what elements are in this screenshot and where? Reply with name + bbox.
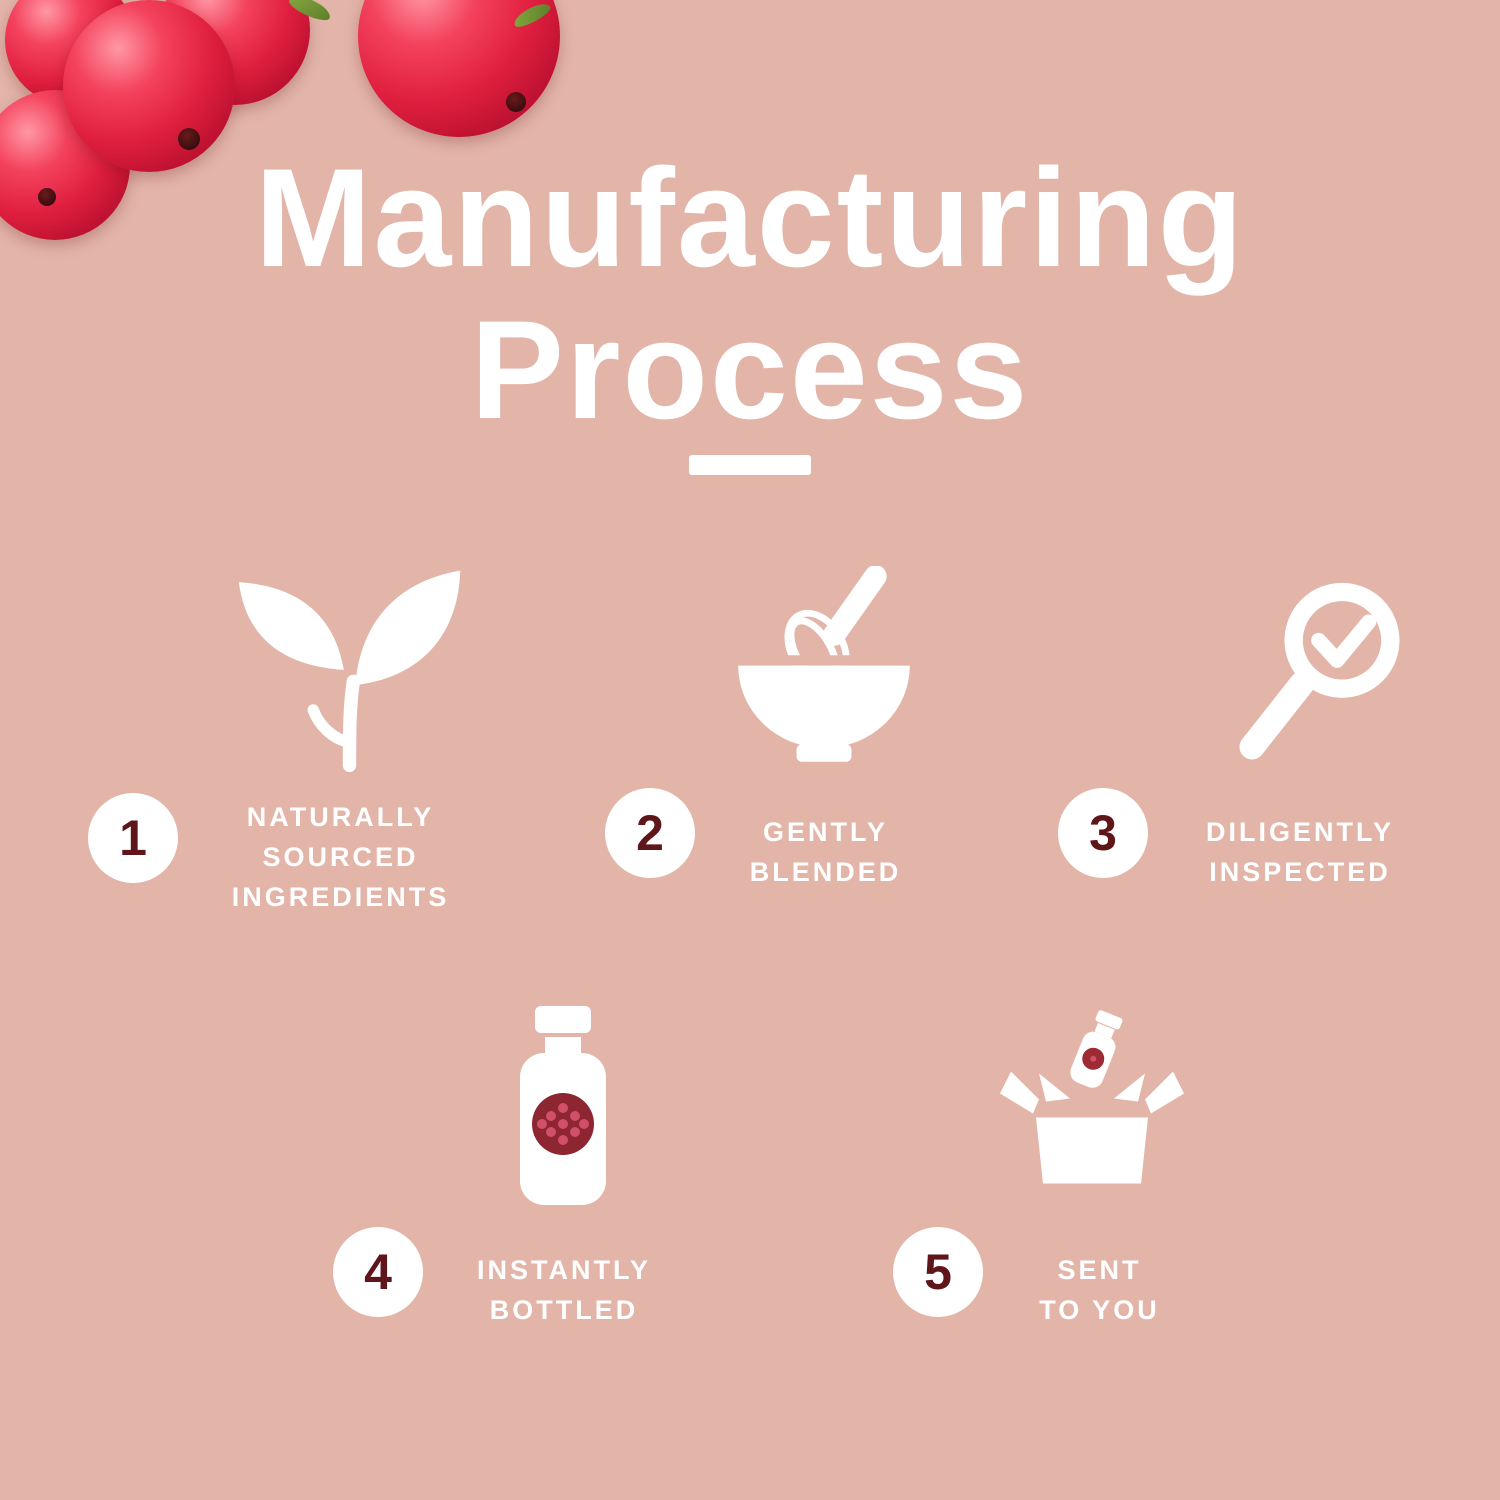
step-number-badge: 1 xyxy=(88,793,178,883)
page-title: Manufacturing Process xyxy=(0,142,1500,446)
step-number-badge: 2 xyxy=(605,788,695,878)
step-number: 1 xyxy=(119,810,147,866)
step-label-line: INGREDIENTS xyxy=(231,882,450,912)
step-number: 4 xyxy=(364,1244,392,1300)
step-number-badge: 4 xyxy=(333,1227,423,1317)
step-number: 3 xyxy=(1089,805,1117,861)
step-number: 5 xyxy=(924,1244,952,1300)
leaf-sprout-icon xyxy=(232,563,467,773)
step-label-line: SENT xyxy=(1057,1255,1142,1285)
step-number: 2 xyxy=(636,805,664,861)
title-underline xyxy=(689,455,811,475)
step-label-line: NATURALLY xyxy=(246,802,435,832)
title-line2: Process xyxy=(470,291,1030,448)
step-label-line: BOTTLED xyxy=(489,1295,639,1325)
step-label: NATURALLY SOURCED INGREDIENTS xyxy=(193,797,488,917)
step-label-line: DILIGENTLY xyxy=(1205,817,1395,847)
berry-calyx xyxy=(506,92,526,112)
magnifier-check-icon xyxy=(1222,573,1422,781)
step-label: DILIGENTLY INSPECTED xyxy=(1155,812,1445,892)
step-label-line: SOURCED xyxy=(262,842,419,872)
step-label: SENT TO YOU xyxy=(972,1250,1227,1330)
berry-calyx xyxy=(38,188,56,206)
step-number-badge: 3 xyxy=(1058,788,1148,878)
title-line1: Manufacturing xyxy=(254,139,1246,296)
pill-bottle-icon xyxy=(503,1000,623,1214)
step-label-line: INSPECTED xyxy=(1209,857,1391,887)
step-label-line: BLENDED xyxy=(749,857,902,887)
step-label-line: GENTLY xyxy=(762,817,889,847)
shipping-box-icon xyxy=(992,1006,1192,1213)
step-label: GENTLY BLENDED xyxy=(703,812,948,892)
hawthorn-berry xyxy=(63,0,235,172)
step-number-badge: 5 xyxy=(893,1227,983,1317)
step-label-line: INSTANTLY xyxy=(476,1255,651,1285)
berry-calyx xyxy=(178,128,200,150)
step-label-line: TO YOU xyxy=(1039,1295,1160,1325)
step-label: INSTANTLY BOTTLED xyxy=(430,1250,698,1330)
mixing-bowl-whisk-icon xyxy=(720,566,928,772)
